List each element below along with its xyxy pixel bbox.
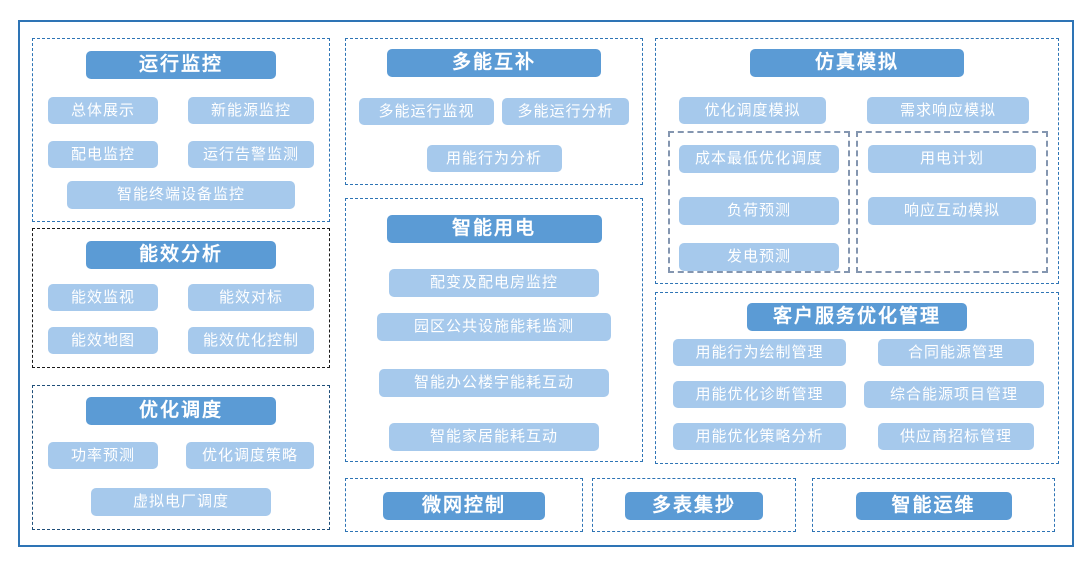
item-alarm-monitoring[interactable]: 运行告警监测 (188, 141, 314, 168)
optimal-dispatch-header[interactable]: 优化调度 (86, 397, 276, 425)
item-contract-energy-management[interactable]: 合同能源管理 (878, 339, 1034, 366)
group-smart-power-use: 智能用电 配变及配电房监控 园区公共设施能耗监测 智能办公楼宇能耗互动 智能家居… (345, 198, 643, 462)
microgrid-control-header[interactable]: 微网控制 (383, 492, 545, 520)
simulation-subgroup-response: 用电计划 响应互动模拟 (856, 131, 1048, 273)
item-dispatch-strategy[interactable]: 优化调度策略 (186, 442, 314, 469)
group-customer-service-optimization: 客户服务优化管理 用能行为绘制管理 合同能源管理 用能优化诊断管理 综合能源项目… (655, 292, 1059, 464)
item-transformer-room-monitoring[interactable]: 配变及配电房监控 (389, 269, 599, 297)
item-overall-display[interactable]: 总体展示 (48, 97, 158, 124)
item-demand-response-simulation[interactable]: 需求响应模拟 (867, 97, 1029, 124)
item-dispatch-simulation[interactable]: 优化调度模拟 (679, 97, 826, 124)
item-min-cost-dispatch[interactable]: 成本最低优化调度 (679, 145, 839, 173)
item-terminal-device-monitoring[interactable]: 智能终端设备监控 (67, 181, 295, 209)
item-distribution-monitoring[interactable]: 配电监控 (48, 141, 158, 168)
item-new-energy-monitoring[interactable]: 新能源监控 (188, 97, 314, 124)
group-optimal-dispatch: 优化调度 功率预测 优化调度策略 虚拟电厂调度 (32, 385, 330, 530)
item-generation-forecast[interactable]: 发电预测 (679, 243, 839, 271)
customer-service-header[interactable]: 客户服务优化管理 (747, 303, 967, 331)
group-multi-energy-complementarity: 多能互补 多能运行监视 多能运行分析 用能行为分析 (345, 38, 643, 185)
item-smart-home-energy-interaction[interactable]: 智能家居能耗互动 (389, 423, 599, 451)
item-energy-optimization-diagnosis-management[interactable]: 用能优化诊断管理 (673, 381, 846, 408)
item-energy-optimization-strategy-analysis[interactable]: 用能优化策略分析 (673, 423, 846, 450)
simulation-subgroup-dispatch: 成本最低优化调度 负荷预测 发电预测 (668, 131, 850, 273)
smart-om-header[interactable]: 智能运维 (855, 492, 1012, 520)
smart-power-header[interactable]: 智能用电 (386, 215, 602, 243)
item-efficiency-monitoring[interactable]: 能效监视 (48, 284, 158, 311)
item-efficiency-benchmarking[interactable]: 能效对标 (188, 284, 314, 311)
item-response-interaction-simulation[interactable]: 响应互动模拟 (868, 197, 1036, 225)
group-simulation: 仿真模拟 优化调度模拟 需求响应模拟 成本最低优化调度 负荷预测 发电预测 用电… (655, 38, 1059, 284)
item-virtual-power-plant-dispatch[interactable]: 虚拟电厂调度 (91, 488, 271, 516)
item-multi-energy-operation-monitoring[interactable]: 多能运行监视 (359, 98, 494, 125)
item-efficiency-optimization-control[interactable]: 能效优化控制 (188, 327, 314, 354)
operation-monitoring-header[interactable]: 运行监控 (86, 51, 276, 79)
group-operation-monitoring: 运行监控 总体展示 新能源监控 配电监控 运行告警监测 智能终端设备监控 (32, 38, 330, 222)
item-load-forecast[interactable]: 负荷预测 (679, 197, 839, 225)
item-efficiency-map[interactable]: 能效地图 (48, 327, 158, 354)
item-energy-behavior-analysis[interactable]: 用能行为分析 (426, 145, 562, 172)
item-multi-energy-operation-analysis[interactable]: 多能运行分析 (502, 98, 629, 125)
simulation-header[interactable]: 仿真模拟 (750, 49, 964, 77)
item-power-plan[interactable]: 用电计划 (868, 145, 1036, 173)
item-park-facility-energy-monitoring[interactable]: 园区公共设施能耗监测 (377, 313, 611, 341)
item-integrated-energy-project-management[interactable]: 综合能源项目管理 (864, 381, 1044, 408)
group-microgrid-control: 微网控制 (345, 478, 583, 532)
item-power-forecast[interactable]: 功率预测 (48, 442, 158, 469)
group-smart-operation-maintenance: 智能运维 (812, 478, 1055, 532)
multi-meter-reading-header[interactable]: 多表集抄 (625, 492, 763, 520)
item-office-building-energy-interaction[interactable]: 智能办公楼宇能耗互动 (379, 369, 609, 397)
multi-energy-header[interactable]: 多能互补 (387, 49, 601, 77)
energy-efficiency-header[interactable]: 能效分析 (86, 241, 276, 269)
group-energy-efficiency-analysis: 能效分析 能效监视 能效对标 能效地图 能效优化控制 (32, 228, 330, 368)
item-supplier-bidding-management[interactable]: 供应商招标管理 (878, 423, 1034, 450)
group-multi-meter-reading: 多表集抄 (592, 478, 796, 532)
item-energy-behavior-profiling-management[interactable]: 用能行为绘制管理 (673, 339, 846, 366)
